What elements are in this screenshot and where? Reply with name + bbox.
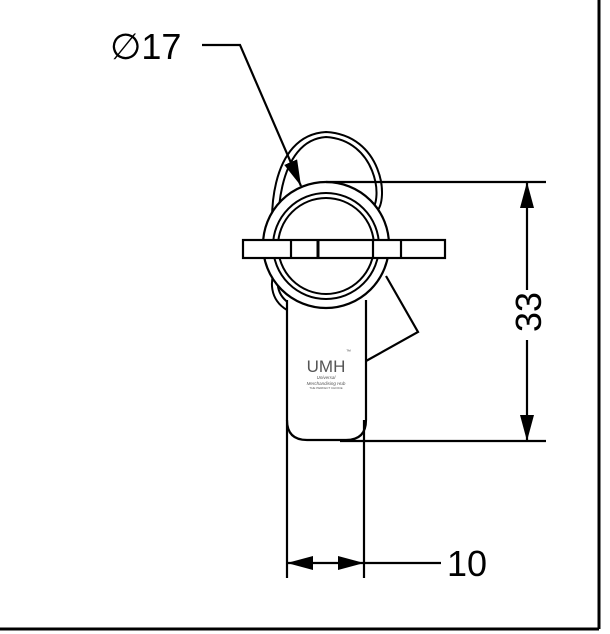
width-label: 10 (447, 543, 487, 584)
cross-bar (241, 238, 447, 260)
svg-text:™: ™ (346, 349, 351, 355)
height-label: 33 (508, 292, 549, 332)
diameter-label: ∅17 (110, 26, 181, 67)
diameter-leader (202, 43, 303, 187)
cam-lever (365, 275, 420, 362)
svg-text:THE PERFECT CHOICE: THE PERFECT CHOICE (309, 386, 342, 390)
umh-logo: UMH ™ Universal Merchandising Hub THE PE… (307, 349, 351, 390)
svg-text:Universal: Universal (317, 375, 337, 380)
width-dimension (285, 420, 441, 578)
svg-text:Merchandising Hub: Merchandising Hub (307, 381, 346, 386)
svg-text:UMH: UMH (307, 357, 346, 376)
height-dimension (326, 180, 546, 443)
